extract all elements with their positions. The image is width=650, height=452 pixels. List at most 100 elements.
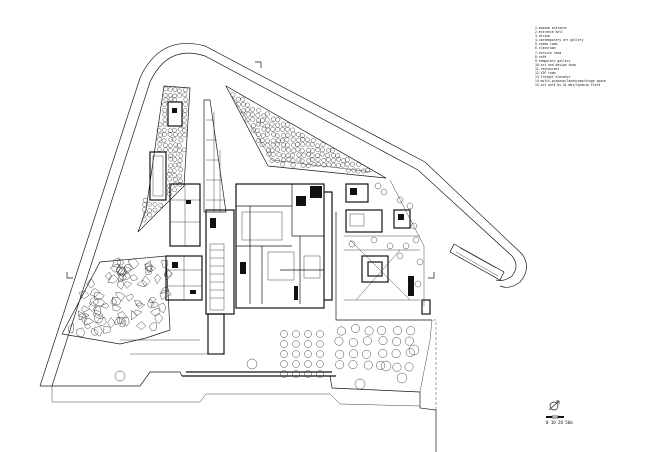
tree-symbol [163, 142, 168, 148]
tree-symbol [304, 330, 312, 338]
tree-symbol [335, 163, 341, 168]
legend-item: 3.atrium [535, 34, 550, 39]
tree-symbol [296, 131, 301, 137]
tree-symbol [147, 212, 153, 218]
tree-symbol [416, 258, 424, 266]
tree-symbol [309, 141, 315, 147]
tree-symbol [167, 187, 172, 193]
tree-symbol [290, 137, 296, 143]
tree-symbol [374, 182, 382, 190]
tree-symbol [183, 87, 188, 93]
tree-symbol [240, 96, 246, 102]
tree-symbol [275, 122, 280, 128]
tree-symbol [178, 137, 184, 143]
legend-item: 5.video room [535, 42, 558, 47]
rock-shape [116, 258, 124, 266]
tree-symbol [235, 96, 241, 102]
tree-symbol [280, 126, 285, 132]
rock-shape [112, 304, 122, 312]
tree-symbol [404, 336, 414, 346]
tree-symbol [142, 202, 147, 207]
tree-symbol [240, 111, 246, 117]
rock-shape [119, 320, 126, 328]
left-building [165, 183, 203, 301]
tree-symbol [230, 92, 236, 98]
rock-shape [84, 323, 92, 330]
legend-item: 1.museum entrance [535, 26, 567, 30]
tree-symbol [167, 176, 172, 182]
tree-symbol [406, 202, 414, 210]
tree-symbol [275, 117, 281, 123]
tree-symbol [285, 122, 290, 128]
tree-symbol [171, 168, 177, 174]
tree-symbol [414, 280, 422, 288]
rock-shape [115, 292, 126, 302]
tree-symbol [275, 127, 281, 132]
tree-symbol [182, 112, 188, 118]
legend-item: 15.art work by Ai Wei/Ignacio Field [535, 83, 601, 88]
tree-symbol [299, 148, 305, 154]
rock-shape [123, 281, 133, 289]
tree-symbol [286, 156, 292, 162]
tree-symbol [162, 111, 168, 117]
tree-symbol [300, 142, 306, 147]
tree-symbol [280, 370, 288, 378]
legend-item: 9.temporary gallery [535, 58, 571, 63]
tree-symbol [325, 157, 331, 162]
tree-symbol [380, 188, 388, 196]
tree-symbol [250, 106, 256, 112]
tree-symbol [177, 93, 183, 98]
parking-strip [449, 243, 505, 281]
tree-symbol [270, 138, 276, 144]
tree-symbol [304, 350, 312, 358]
rock-shape [84, 318, 95, 326]
tree-symbol [404, 362, 414, 372]
tree-symbol [402, 242, 410, 250]
tree-symbol [172, 127, 177, 133]
tree-symbol [311, 162, 317, 167]
tree-symbol [182, 108, 188, 113]
tree-symbol [259, 121, 265, 127]
tree-symbol [393, 326, 402, 336]
tree-symbol [378, 348, 388, 358]
tree-symbol [304, 370, 312, 378]
tree-symbol [264, 131, 270, 137]
tree-symbol [363, 360, 373, 370]
tree-symbol [316, 350, 324, 358]
tree-symbol [259, 138, 265, 143]
tree-symbol [292, 340, 300, 348]
tree-symbol [320, 147, 325, 153]
tree-symbol [348, 338, 358, 348]
tree-symbol [284, 137, 290, 143]
tree-symbol [362, 349, 371, 359]
tree-symbol [171, 136, 177, 142]
tree-symbol [345, 167, 351, 173]
tree-symbol [320, 141, 326, 147]
tree-symbol [256, 117, 262, 123]
tree-symbol [156, 128, 162, 133]
tree-symbol [274, 147, 280, 152]
tree-symbol [349, 349, 359, 359]
tree-symbol [161, 127, 167, 133]
tree-symbol [310, 137, 316, 143]
tree-symbol [167, 86, 173, 92]
tree-symbol [335, 153, 341, 159]
tree-symbol [304, 340, 312, 348]
crop-marks [66, 61, 435, 279]
tree-symbol [162, 102, 168, 107]
rock-shape [147, 298, 155, 309]
tree-symbol [292, 370, 300, 378]
rock-shape [127, 258, 140, 269]
tree-symbol [396, 252, 404, 260]
rock-shape [117, 278, 125, 290]
tree-symbol [326, 147, 332, 153]
rock-shape [159, 289, 172, 301]
rock-shape [135, 302, 146, 309]
right-landscape [335, 179, 432, 321]
tree-symbol [256, 107, 262, 113]
tree-symbol [310, 148, 316, 154]
tree-symbol [172, 132, 178, 137]
legend-item: 14.multi-purpose/landscape/stage space [535, 79, 606, 84]
tree-symbol [285, 142, 290, 148]
tree-symbol [244, 102, 250, 108]
